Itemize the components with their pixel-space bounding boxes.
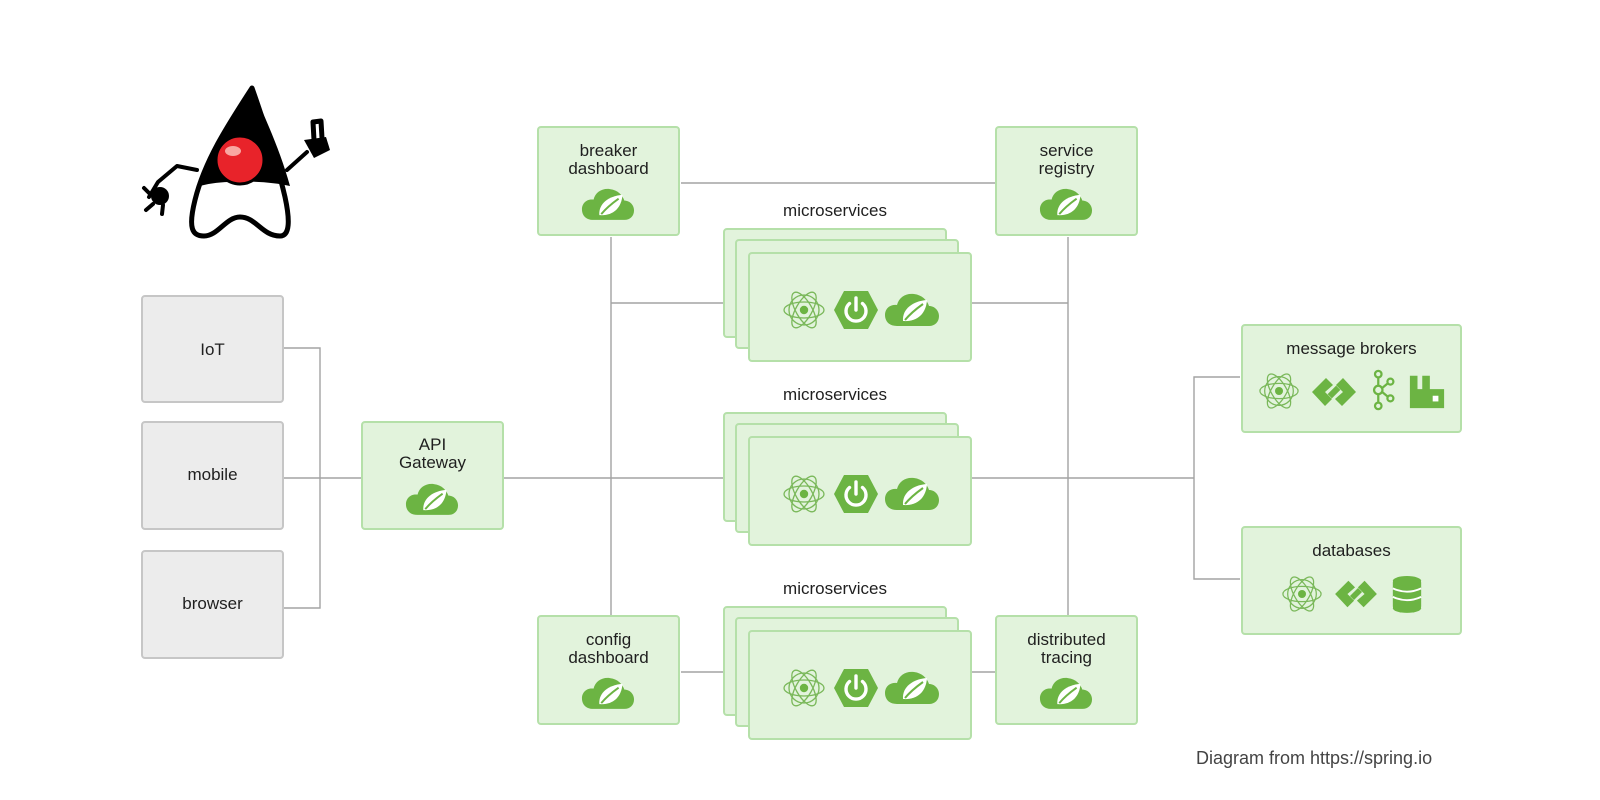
service-label-line-2: tracing [1041, 648, 1092, 667]
service-label-line-2: registry [1039, 159, 1095, 178]
service-label-line-1: config [586, 630, 631, 649]
breaker-dashboard: breaker dashboard [537, 126, 680, 236]
gateway-label-line-1: API [419, 435, 446, 454]
service-label-line-1: breaker [580, 141, 638, 160]
microservices-title: microservices [783, 201, 887, 220]
client-browser: browser [141, 550, 284, 659]
service-label-line-1: service [1040, 141, 1094, 160]
databases: databases [1241, 526, 1462, 635]
backend-title: databases [1312, 541, 1390, 560]
backend-title: message brokers [1286, 339, 1416, 358]
gateway-label-line-2: Gateway [399, 453, 467, 472]
microservices-title: microservices [783, 385, 887, 404]
diagram-credit: Diagram from https://spring.io [1196, 748, 1433, 768]
client-mobile: mobile [141, 421, 284, 530]
microservices-cluster: microservices [723, 579, 972, 740]
microservices-title: microservices [783, 579, 887, 598]
client-label: mobile [187, 465, 237, 484]
duke-mascot-icon [142, 85, 330, 239]
config-dashboard: config dashboard [537, 615, 680, 725]
api-gateway: API Gateway [361, 421, 504, 530]
service-label-line-2: dashboard [568, 648, 648, 667]
microservices-cluster: microservices [723, 201, 972, 362]
service-label-line-2: dashboard [568, 159, 648, 178]
client-label: IoT [200, 340, 225, 359]
distributed-tracing: distributed tracing [995, 615, 1138, 725]
connector-lines [279, 182, 1240, 673]
client-iot: IoT [141, 295, 284, 403]
microservices-cluster: microservices [723, 385, 972, 546]
service-label-line-1: distributed [1027, 630, 1105, 649]
database-icon [1391, 575, 1423, 613]
message-brokers: message brokers [1241, 324, 1462, 433]
service-registry: service registry [995, 126, 1138, 236]
client-label: browser [182, 594, 243, 613]
